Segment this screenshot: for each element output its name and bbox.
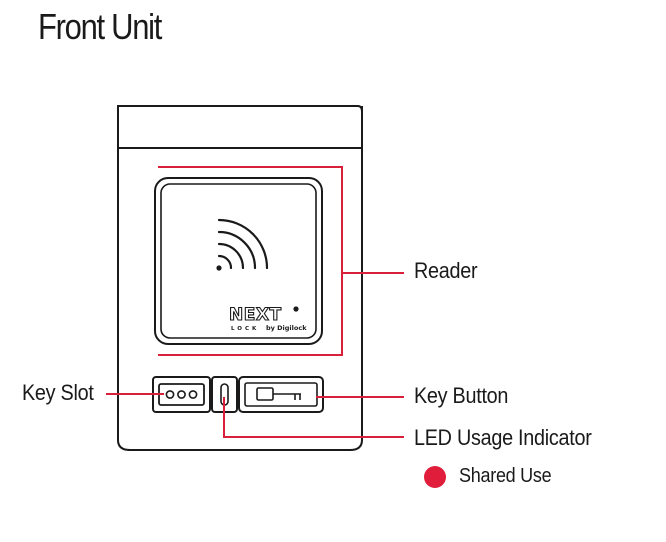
led-leader [223,397,404,438]
key-slot-label: Key Slot [22,380,94,405]
next-lock-logo: NEXT LOCK by Digilock [228,304,307,332]
reader-label: Reader [414,258,478,283]
shared-use-label: Shared Use [459,465,552,487]
reader-leader [158,166,343,356]
led-indicator-label: LED Usage Indicator [414,425,592,450]
wireless-icon [216,218,269,271]
svg-text:by Digilock: by Digilock [266,324,307,332]
reader-pad [154,177,323,345]
shared-use-indicator-dot [424,466,446,488]
svg-text:NEXT: NEXT [229,305,282,325]
svg-text:LOCK: LOCK [231,326,259,332]
leader-lines [106,166,404,438]
key-button-label: Key Button [414,383,509,408]
diagram-title: Front Unit [38,6,162,47]
key-button [238,376,324,413]
